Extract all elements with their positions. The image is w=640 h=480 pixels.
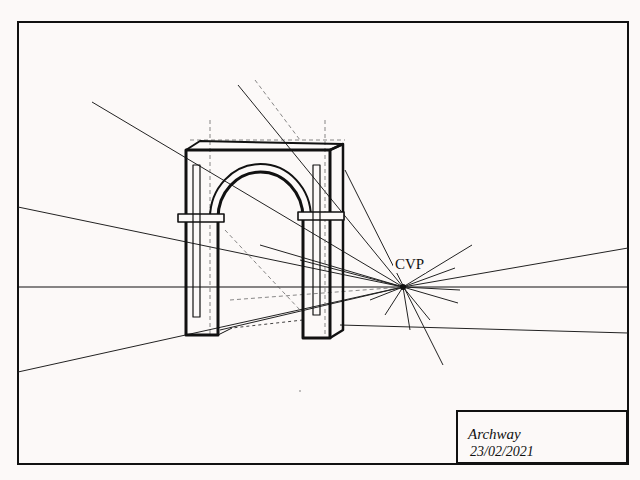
vanishing-point-label: CVP bbox=[393, 256, 426, 273]
frame bbox=[18, 22, 628, 464]
signature-text: Archway bbox=[468, 426, 521, 443]
horizon-line bbox=[18, 286, 628, 287]
construction-lines bbox=[18, 85, 628, 372]
vanishing-point bbox=[400, 284, 406, 290]
archway bbox=[178, 141, 344, 338]
dashed-guides bbox=[190, 80, 403, 392]
title-block: Archway23/02/2021 bbox=[456, 410, 628, 464]
date-text: 23/02/2021 bbox=[470, 444, 534, 459]
